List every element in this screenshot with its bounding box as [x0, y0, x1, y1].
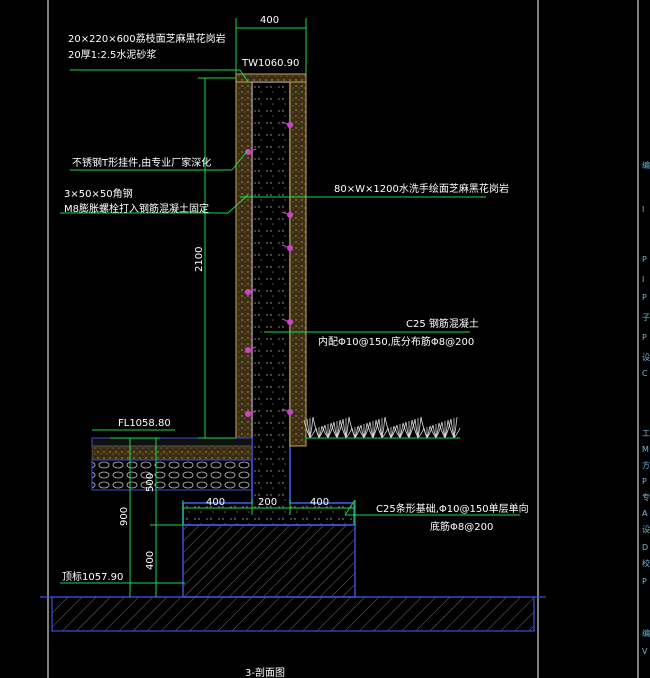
grass-blade	[453, 427, 461, 439]
grass-blade	[351, 427, 356, 439]
cap-stone-line1: 20×220×600荔枝面芝麻黑花岗岩	[68, 32, 226, 45]
ground-slab	[40, 596, 546, 632]
anchor-bolts	[245, 121, 293, 417]
side-panel-glyph: P	[642, 577, 647, 586]
strip-footing	[182, 524, 356, 598]
grass-blade	[309, 416, 314, 439]
cap-stone-line2: 20厚1:2.5水泥砂浆	[68, 48, 156, 61]
side-panel-glyph: 校	[642, 558, 650, 568]
side-panel-glyph: I	[642, 205, 644, 214]
anchor-bolt-stem	[281, 211, 291, 216]
anchor-bolt-stem	[281, 244, 291, 249]
grass-blade	[453, 416, 458, 439]
wall-rebar: 内配Φ10@150,底分布筋Φ8@200	[318, 335, 474, 348]
hanger-note: 不锈钢T形挂件,由专业厂家深化	[72, 156, 211, 169]
side-panel-glyph: D	[642, 543, 648, 552]
grass-blade	[423, 427, 428, 439]
side-panel-glyph: 设	[642, 352, 650, 362]
grass-blade	[318, 424, 326, 439]
side-panel-glyph: V	[642, 647, 648, 656]
side-panel-glyph: 方	[642, 460, 650, 470]
anchor-bolt-stem	[281, 121, 291, 126]
grass-blade	[387, 427, 392, 439]
grass-blade	[381, 416, 386, 439]
cladding-note: 80×W×1200水洗手绘面芝麻黑花岗岩	[334, 182, 509, 195]
anchor-bolt-stem	[281, 408, 291, 413]
side-panel-glyph: 专	[642, 492, 650, 502]
grass-blade	[315, 427, 320, 439]
side-panel-glyph: 编	[642, 628, 650, 638]
wall-concrete: C25 钢筋混凝土	[406, 317, 479, 330]
grass-blade	[327, 421, 335, 439]
side-panel-glyph: P	[642, 255, 647, 264]
grass-blade	[426, 424, 434, 439]
footing-line1: C25条形基础,Φ10@150单层单向	[376, 502, 529, 515]
paving-layers	[91, 437, 253, 491]
side-panel-glyph: 子	[642, 313, 650, 322]
footing-line2: 底筋Φ8@200	[430, 520, 493, 533]
grass-blade	[408, 418, 416, 439]
dimension-lines	[60, 18, 520, 597]
angle-line2: M8膨胀螺栓打入钢筋混凝土固定	[64, 202, 209, 215]
side-panel-glyph: C	[642, 369, 648, 378]
dim-top-width: 400	[260, 15, 279, 26]
anchor-bolt-stem	[247, 346, 257, 351]
side-panel-glyph: A	[642, 509, 648, 518]
tw-elevation: TW1060.90	[241, 58, 299, 69]
anchor-bolt-stem	[247, 288, 257, 293]
grass-blade	[417, 416, 422, 439]
dim-depth-900: 900	[119, 507, 130, 526]
grass-blade	[345, 416, 350, 439]
dim-stem: 200	[258, 497, 277, 508]
grass-blade	[372, 418, 380, 439]
fl-elevation: FL1058.80	[118, 418, 171, 429]
annotation-texts: 400 20×220×600荔枝面芝麻黑花岗岩 20厚1:2.5水泥砂浆 TW1…	[62, 15, 529, 678]
grass-blade	[354, 424, 362, 439]
sheet-frame	[47, 0, 639, 678]
grass-blade	[399, 421, 407, 439]
side-panel-glyph: 编	[642, 160, 650, 170]
grass	[303, 416, 461, 439]
side-panel-glyph: P	[642, 477, 647, 486]
grass-blade	[435, 421, 443, 439]
side-panel-glyph: 设	[642, 524, 650, 534]
grass-blade	[390, 424, 398, 439]
dim-wall-height: 2100	[194, 247, 205, 272]
grass-blade	[363, 421, 371, 439]
dim-right-toe: 400	[310, 497, 329, 508]
anchor-bolt-stem	[247, 410, 257, 415]
stone-cladding	[235, 73, 307, 447]
side-panel-glyph: 工	[642, 429, 650, 438]
side-panel-glyph: P	[642, 293, 647, 302]
angle-line1: 3×50×50角钢	[64, 187, 133, 200]
grass-blade	[444, 418, 452, 439]
side-panel-glyph: M	[642, 445, 649, 454]
grass-blade	[336, 418, 344, 439]
anchor-bolt-stem	[281, 318, 291, 323]
side-panel-glyph: I	[642, 275, 644, 284]
anchor-bolt-stem	[247, 148, 257, 153]
dim-left-toe: 400	[206, 497, 225, 508]
dim-footing-400: 400	[145, 551, 156, 570]
base-elevation: 顶标1057.90	[62, 571, 123, 583]
dim-depth-500: 500	[145, 473, 156, 492]
side-panel-glyph: P	[642, 333, 647, 342]
drawing-title: 3-剖面图	[245, 666, 285, 678]
